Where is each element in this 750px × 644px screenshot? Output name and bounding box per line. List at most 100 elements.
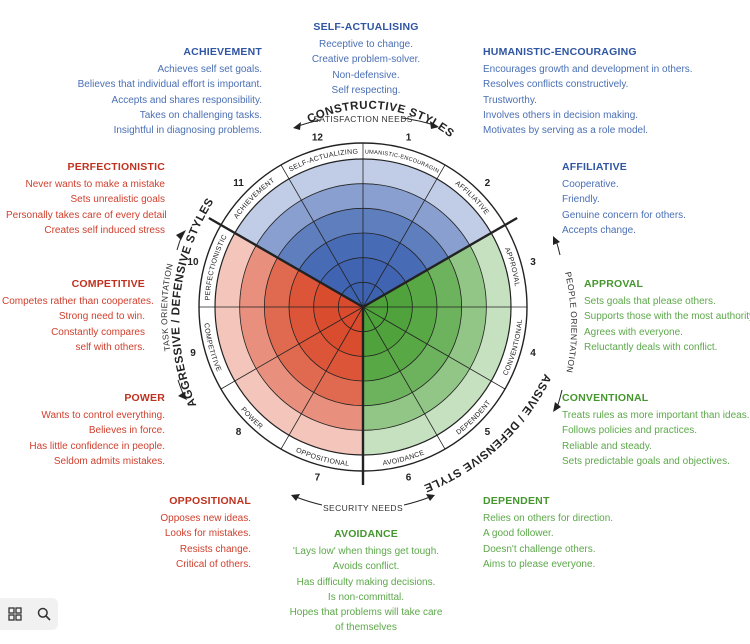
label-ring-sector-1 <box>363 143 445 179</box>
satisfaction-needs-label: SATISFACTION NEEDS <box>313 114 413 124</box>
label-ring-sector-2 <box>437 164 506 233</box>
segment-band-6 <box>363 307 376 332</box>
style-approval: APPROVAL Sets goals that please others. … <box>584 277 750 355</box>
style-line: Encourages growth and development in oth… <box>483 64 693 76</box>
label-ring-sector-3 <box>491 225 527 307</box>
style-line: Insightful in diagnosing problems. <box>113 125 262 137</box>
segment-number-7: 7 <box>315 473 321 484</box>
style-line: Has little confidence in people. <box>29 440 165 452</box>
style-line: Reluctantly deals with conflict. <box>584 341 718 353</box>
style-line: Avoids conflict. <box>332 561 400 573</box>
segment-number-11: 11 <box>233 178 244 189</box>
segment-number-2: 2 <box>485 178 491 189</box>
security-needs-arrow <box>291 494 435 506</box>
segment-band-4 <box>363 307 388 320</box>
segment-number-1: 1 <box>406 132 412 143</box>
style-line: Creative problem-solver. <box>311 54 421 66</box>
style-line: Opposes new ideas. <box>160 513 251 525</box>
style-line: Reliable and steady. <box>562 440 652 452</box>
style-title: SELF-ACTUALISING <box>313 21 419 33</box>
style-line: Sets goals that please others. <box>584 296 716 308</box>
segment-number-5: 5 <box>485 427 491 438</box>
search-button[interactable] <box>34 604 54 624</box>
wheel-spoke <box>220 223 364 309</box>
style-line: Receptive to change. <box>319 39 413 51</box>
viewer-toolbar <box>0 598 58 630</box>
wheel-spokes <box>199 143 527 485</box>
style-line: Motivates by serving as a role model. <box>483 125 649 137</box>
style-line: Agrees with everyone. <box>584 326 683 338</box>
style-line: Wants to control everything. <box>41 410 165 422</box>
style-title: HUMANISTIC-ENCOURAGING <box>483 46 637 58</box>
wheel-segments <box>199 143 527 471</box>
style-title: AVOIDANCE <box>333 528 399 540</box>
style-line: Trustworthy. <box>483 94 537 106</box>
style-title: PERFECTIONISTIC <box>67 161 165 173</box>
style-line: Sets predictable goals and objectives. <box>562 455 730 467</box>
group-boundary-tick <box>208 216 222 227</box>
orientation-arrows <box>176 230 563 412</box>
style-line: Involves others in decision making. <box>483 109 639 121</box>
wheel-spoke <box>362 223 506 309</box>
style-title: POWER <box>124 392 165 404</box>
style-title: AFFILIATIVE <box>562 161 628 173</box>
segment-band-8 <box>341 307 363 329</box>
style-title: APPROVAL <box>584 278 644 290</box>
style-avoidance: AVOIDANCE 'Lays low' when things get tou… <box>276 527 456 635</box>
segment-number-4: 4 <box>530 348 536 359</box>
style-line: Creates self induced stress <box>44 224 165 236</box>
style-humanistic-encouraging: HUMANISTIC-ENCOURAGING Encourages growth… <box>483 45 713 138</box>
style-line: Personally takes care of every detail <box>6 209 167 221</box>
style-line: A good follower. <box>483 528 554 540</box>
segment-band-11 <box>341 285 363 307</box>
style-line: Supports those with the most authority. <box>584 311 750 323</box>
style-line: Is non-committal. <box>327 591 405 603</box>
style-line: Sets unrealistic goals <box>70 194 166 206</box>
style-conventional: CONVENTIONAL Treats rules as more import… <box>562 391 750 469</box>
segment-band-12 <box>350 282 363 307</box>
style-line: of themselves <box>335 622 397 634</box>
style-line: Friendly. <box>562 194 600 206</box>
segment-band-1 <box>363 282 376 307</box>
label-ring-sector-7 <box>281 435 363 471</box>
style-line: self with others. <box>75 341 145 353</box>
style-competitive: COMPETITIVE Competes rather than coopera… <box>2 277 154 355</box>
grid-view-button[interactable] <box>5 604 25 624</box>
style-line: Accepts and shares responsibility. <box>111 94 262 106</box>
style-line: Constantly compares <box>51 326 145 338</box>
people-orientation-label: PEOPLE ORIENTATION <box>563 271 579 374</box>
label-ring-sector-5 <box>437 381 506 450</box>
wheel-spoke <box>362 306 446 450</box>
style-line: Critical of others. <box>175 558 251 570</box>
segment-number-9: 9 <box>190 348 196 359</box>
segment-number-10: 10 <box>187 257 199 268</box>
wheel-spoke <box>280 306 364 450</box>
style-line: Resists change. <box>179 543 251 555</box>
segment-number-12: 12 <box>312 132 324 143</box>
style-affiliative: AFFILIATIVE Cooperative. Friendly. Genui… <box>562 160 712 238</box>
style-line: Cooperative. <box>562 179 619 191</box>
segment-number-8: 8 <box>236 427 242 438</box>
style-line: Non-defensive. <box>332 69 400 81</box>
wheel-spoke <box>362 306 506 390</box>
style-self-actualising: SELF-ACTUALISING Receptive to change. Cr… <box>286 20 446 98</box>
style-line: Believes that individual effort is impor… <box>77 79 262 91</box>
style-line: Looks for mistakes. <box>164 528 251 540</box>
wheel-spoke <box>280 164 364 308</box>
style-line: Follows policies and practices. <box>562 425 698 437</box>
grid-icon <box>7 607 22 621</box>
style-achievement: ACHIEVEMENT Achieves self set goals. Bel… <box>30 45 262 138</box>
style-line: Treats rules as more important than idea… <box>562 410 750 422</box>
style-line: Self respecting. <box>331 84 401 96</box>
style-title: OPPOSITIONAL <box>169 495 251 507</box>
label-ring-sector-8 <box>220 381 289 450</box>
style-power: POWER Wants to control everything. Belie… <box>20 391 165 469</box>
group-boundary-tick <box>504 216 518 227</box>
style-line: Resolves conflicts constructively. <box>483 79 629 91</box>
segment-number-3: 3 <box>530 257 536 268</box>
label-ring-sector-4 <box>491 307 527 389</box>
satisfaction-needs-arrow <box>293 117 439 130</box>
style-perfectionistic: PERFECTIONISTIC Never wants to make a mi… <box>6 160 167 238</box>
wheel-spoke <box>220 306 364 390</box>
